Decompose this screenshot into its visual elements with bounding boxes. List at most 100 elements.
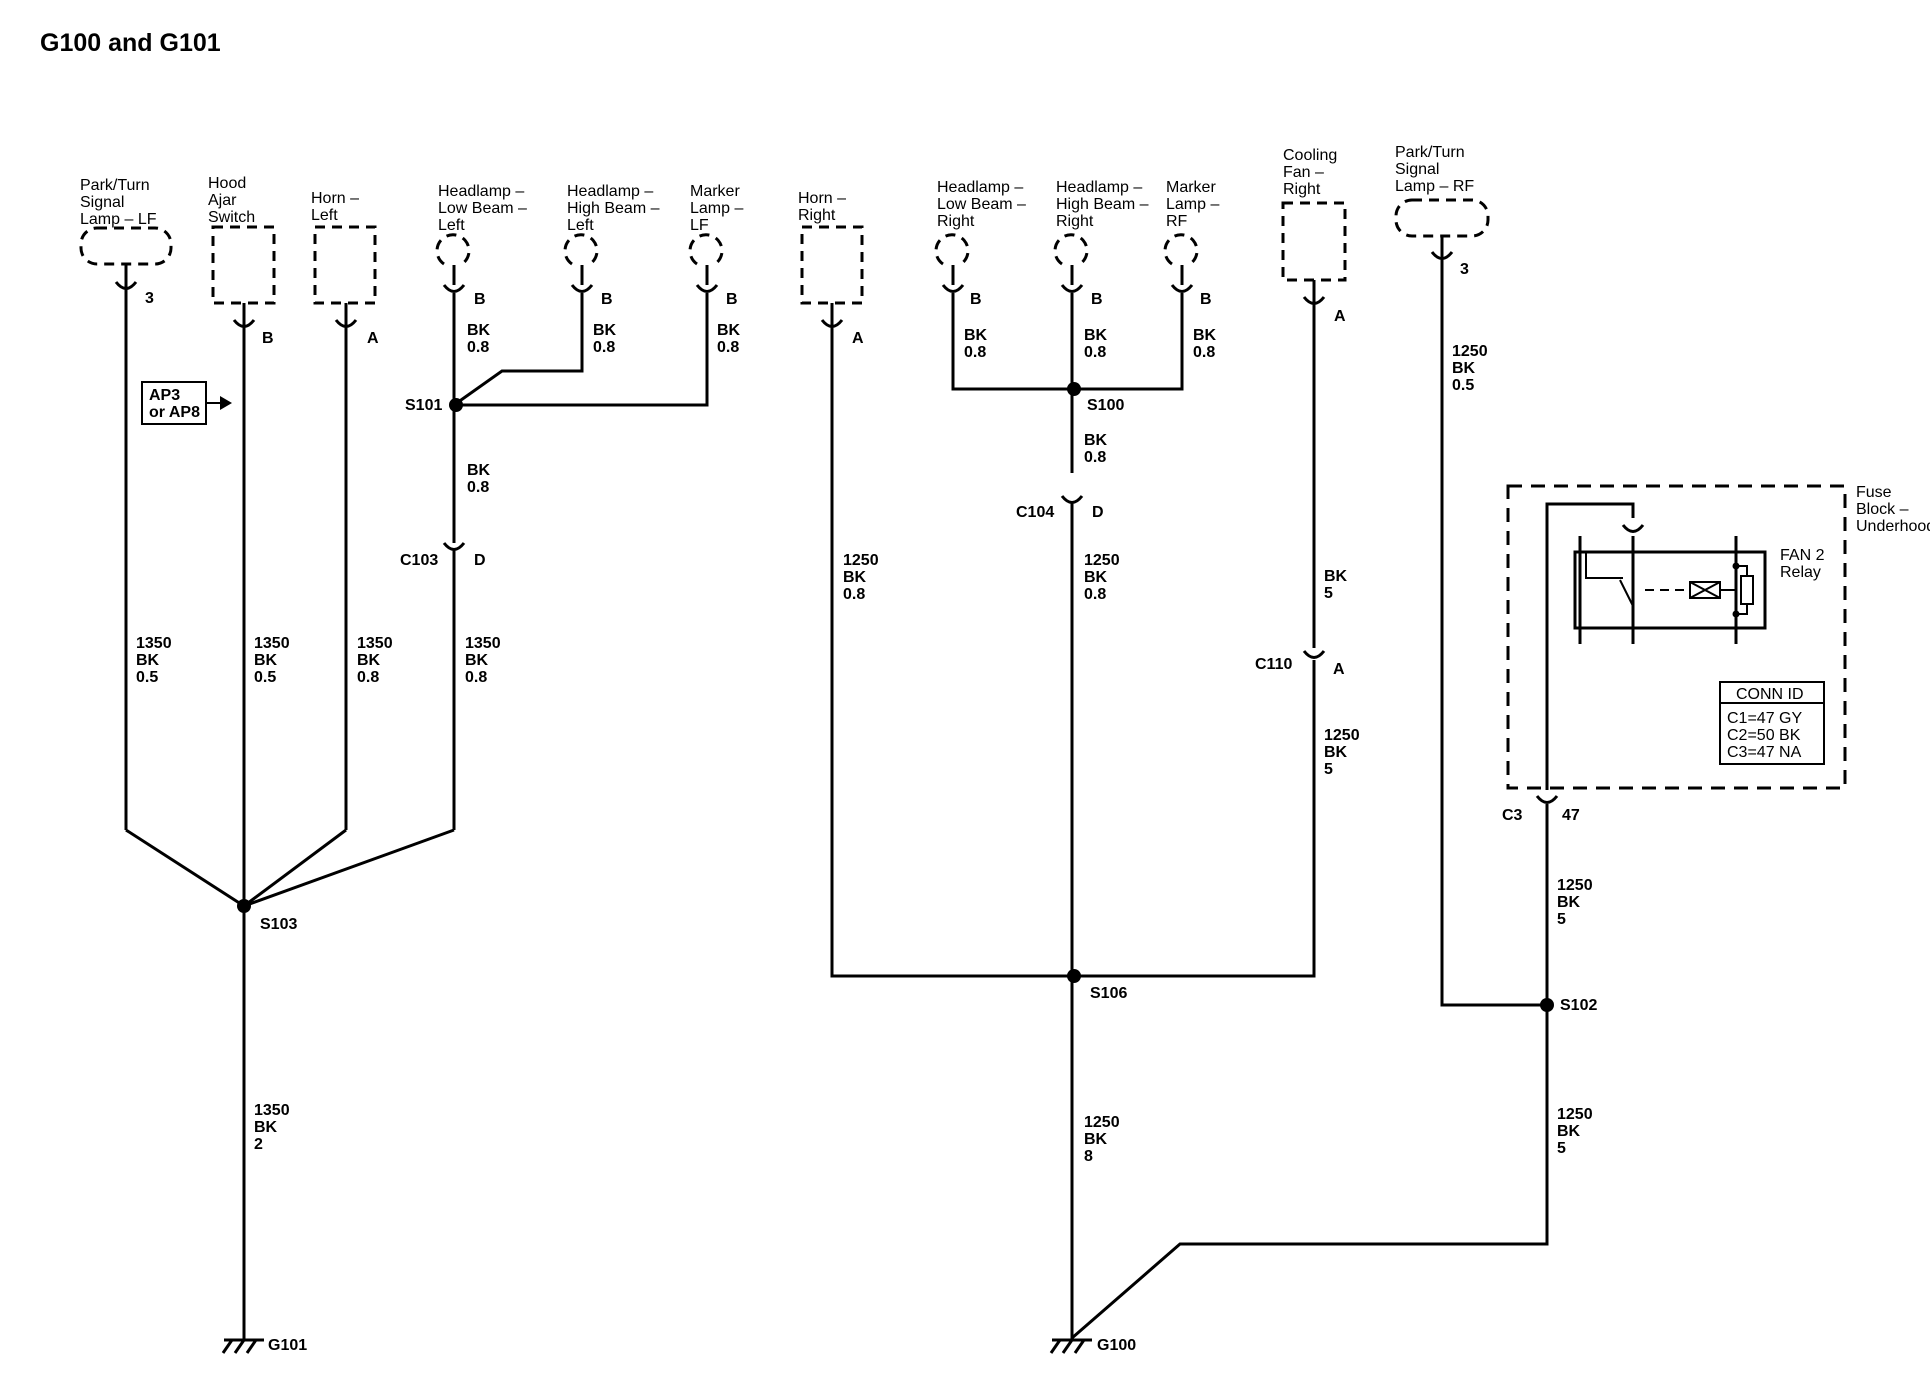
component-label: Marker [690, 183, 740, 200]
connector-label: C104 [1016, 504, 1054, 521]
component-label: Left [311, 207, 338, 224]
splice-s101 [449, 398, 463, 412]
relay-label: FAN 2 [1780, 547, 1825, 564]
component-label: Lamp – RF [1395, 178, 1474, 195]
component-label: High Beam – [1056, 196, 1149, 213]
svg-text:Headlamp –Low Beam –Left: Headlamp –Low Beam –Left [438, 183, 527, 234]
pin-label: D [474, 552, 486, 569]
component-label: Right [1056, 213, 1094, 230]
conn-id-row: C3=47 NA [1727, 744, 1802, 761]
component-label: Switch [208, 209, 255, 226]
component-label: Headlamp – [567, 183, 653, 200]
svg-text:BK0.8: BK0.8 [593, 322, 617, 356]
component-label: Horn – [798, 190, 846, 207]
component-label: RF [1166, 213, 1188, 230]
ground-g100: G100 [1049, 1337, 1136, 1354]
conn-id-header: CONN ID [1736, 686, 1804, 703]
wire-label: 5 [1324, 585, 1333, 602]
wire-label: 0.5 [1452, 377, 1474, 394]
wire-label: 0.5 [136, 669, 158, 686]
wire-label: 1350 [465, 635, 501, 652]
wire-label: BK [1324, 568, 1348, 585]
svg-text:BK0.8: BK0.8 [1084, 327, 1108, 361]
svg-text:BK5: BK5 [1324, 568, 1348, 602]
pin-label: B [474, 291, 486, 308]
wire-label: BK [357, 652, 381, 669]
component-label: Park/Turn [1395, 144, 1465, 161]
pin-label: B [601, 291, 613, 308]
svg-text:Headlamp –High Beam –Left: Headlamp –High Beam –Left [567, 183, 660, 234]
svg-text:BK0.8: BK0.8 [1193, 327, 1217, 361]
pin-label: 3 [1460, 261, 1469, 278]
wire-label: 5 [1324, 761, 1333, 778]
wire-label: BK [717, 322, 741, 339]
ground-g101: G101 [221, 1337, 307, 1354]
wire-label: BK [593, 322, 617, 339]
wire-label: 1250 [843, 552, 879, 569]
wire-label: BK [1452, 360, 1476, 377]
wire-label: 0.8 [465, 669, 487, 686]
component-label: Lamp – [1166, 196, 1219, 213]
wire-label: 0.8 [593, 339, 615, 356]
component-label: Headlamp – [1056, 179, 1142, 196]
relay-resistor-icon [1740, 575, 1754, 605]
wire-label: 1250 [1324, 727, 1360, 744]
component-headlamp-low-beam-right: Headlamp –Low Beam –Right B [934, 179, 1026, 308]
component-label: LF [690, 217, 709, 234]
wire-label: 1350 [136, 635, 172, 652]
component-horn-right: Horn –Right A [798, 190, 864, 347]
wire-label: 0.8 [1084, 344, 1106, 361]
svg-text:BK0.8: BK0.8 [717, 322, 741, 356]
wire-label: 0.8 [1084, 449, 1106, 466]
splice-s103 [237, 899, 251, 913]
wire-label: BK [467, 462, 491, 479]
svg-text:BK0.8: BK0.8 [467, 462, 491, 496]
pin-label: B [726, 291, 738, 308]
pin-label: A [1333, 661, 1345, 678]
component-label: Headlamp – [438, 183, 524, 200]
component-label: Right [798, 207, 836, 224]
pin-label: D [1092, 504, 1104, 521]
wire-label: BK [1084, 432, 1108, 449]
component-label: Park/Turn [80, 177, 150, 194]
component-label: Hood [208, 175, 246, 192]
wire-label: 0.8 [843, 586, 865, 603]
component-label: Block – [1856, 501, 1909, 518]
component-label: Fuse [1856, 484, 1892, 501]
component-label: Signal [1395, 161, 1439, 178]
wire-label: BK [254, 1119, 278, 1136]
wire-label: 1350 [254, 1102, 290, 1119]
svg-text:BK0.8: BK0.8 [964, 327, 988, 361]
pin-label: B [1200, 291, 1212, 308]
wire-label: 0.8 [1084, 586, 1106, 603]
component-headlamp-high-beam-left: Headlamp –High Beam –Left B [563, 183, 660, 308]
wire-label: BK [1084, 327, 1108, 344]
component-label: Lamp – [690, 200, 743, 217]
svg-text:BK0.8: BK0.8 [1084, 432, 1108, 466]
connector-c110: C110 A [1255, 650, 1345, 678]
wire-label: BK [843, 569, 867, 586]
component-label: Underhood [1856, 518, 1930, 535]
wire-label: 0.8 [717, 339, 739, 356]
component-label: Ajar [208, 192, 237, 209]
wire-label: BK [1557, 1123, 1581, 1140]
wire-label: BK [254, 652, 278, 669]
component-label: Headlamp – [937, 179, 1023, 196]
wire-label: 1350 [254, 635, 290, 652]
relay-label: Relay [1780, 564, 1821, 581]
connector-label: C3 [1502, 807, 1523, 824]
